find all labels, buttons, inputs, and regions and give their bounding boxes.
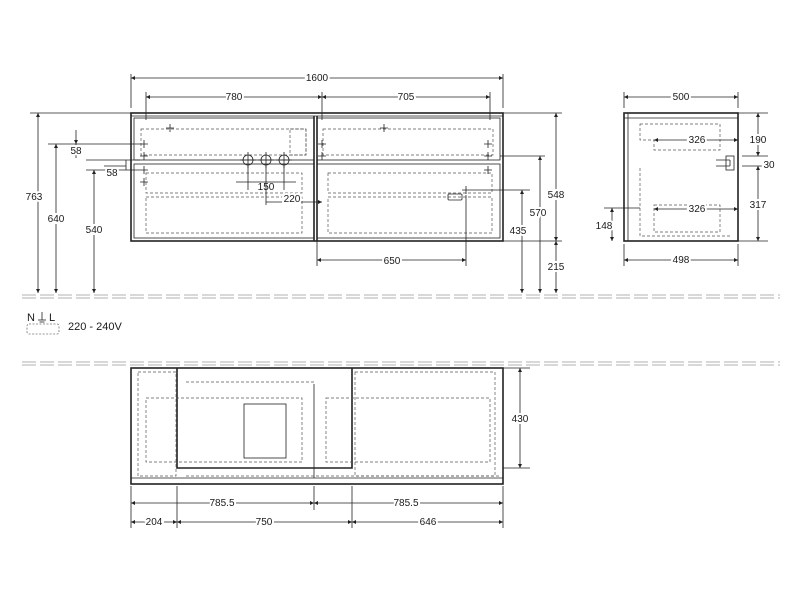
side-view: 500 326 326 190 30 317 148 498 bbox=[594, 90, 777, 268]
dim-646: 646 bbox=[420, 517, 437, 528]
dim-548: 548 bbox=[548, 190, 565, 201]
dim-705: 705 bbox=[398, 92, 415, 103]
basin-cutout bbox=[243, 403, 287, 459]
dim-190: 190 bbox=[750, 135, 767, 146]
dim-215: 215 bbox=[548, 262, 565, 273]
bottom-right-drawer bbox=[316, 163, 501, 239]
dim-500: 500 bbox=[673, 92, 690, 103]
dim-650: 650 bbox=[384, 256, 401, 267]
dim-750: 750 bbox=[256, 517, 273, 528]
dim-148: 148 bbox=[596, 221, 613, 232]
dim-780: 780 bbox=[226, 92, 243, 103]
top-view: 430 785.5 785.5 204 750 646 bbox=[22, 361, 780, 530]
dim-204: 204 bbox=[146, 517, 163, 528]
fixing-point-markers bbox=[140, 124, 492, 194]
dim-640: 640 bbox=[48, 214, 65, 225]
dim-430: 430 bbox=[512, 414, 529, 425]
top-right-drawer bbox=[316, 117, 501, 161]
tap-connection-icons bbox=[240, 152, 292, 168]
power-legend: N L 220 - 240V bbox=[26, 312, 122, 335]
power-symbol-n: N bbox=[27, 312, 35, 324]
dim-326-lower: 326 bbox=[689, 204, 706, 215]
side-pipe-icon bbox=[725, 155, 735, 171]
dim-317: 317 bbox=[750, 200, 767, 211]
cabinet-side-outline bbox=[623, 112, 739, 242]
dim-220: 220 bbox=[284, 194, 301, 205]
dim-570: 570 bbox=[530, 208, 547, 219]
socket-icon bbox=[447, 193, 463, 201]
dim-435: 435 bbox=[510, 226, 527, 237]
dim-1600: 1600 bbox=[306, 73, 329, 84]
dim-498: 498 bbox=[673, 255, 690, 266]
dim-785-left: 785.5 bbox=[209, 498, 234, 509]
dim-785-right: 785.5 bbox=[393, 498, 418, 509]
dim-763: 763 bbox=[26, 192, 43, 203]
voltage-label: 220 - 240V bbox=[68, 321, 122, 333]
dim-58-upper: 58 bbox=[70, 146, 82, 157]
dim-30: 30 bbox=[763, 160, 775, 171]
dim-58-lower: 58 bbox=[106, 168, 118, 179]
ground-terminal-icon bbox=[38, 312, 46, 323]
cabinet-top-outline bbox=[130, 367, 504, 485]
dim-326-upper: 326 bbox=[689, 135, 706, 146]
socket-outlet-icon bbox=[26, 323, 60, 335]
front-view: 1600 780 705 763 640 540 58 58 150 bbox=[22, 71, 780, 299]
dim-540: 540 bbox=[86, 225, 103, 236]
power-symbol-l: L bbox=[49, 312, 55, 324]
top-left-drawer bbox=[133, 117, 315, 161]
